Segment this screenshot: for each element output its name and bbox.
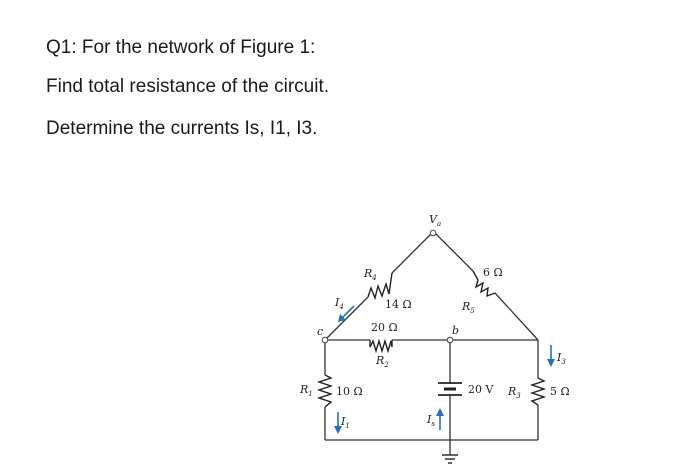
node-c <box>321 336 329 344</box>
label-r4-name: R4 <box>363 267 377 282</box>
label-i1: I1 <box>340 415 350 430</box>
node-a <box>429 229 437 237</box>
wire-r4-to-a <box>391 232 433 274</box>
label-node-a: Va <box>429 215 441 228</box>
voltage-source <box>438 382 462 396</box>
label-r3-value: 5 Ω <box>550 385 570 398</box>
label-r3-name: R3 <box>507 385 521 400</box>
current-arrow-i4 <box>338 305 355 322</box>
label-r2-value: 20 Ω <box>371 321 398 334</box>
label-i4: I4 <box>334 296 344 311</box>
current-arrow-i1 <box>334 412 342 434</box>
resistor-r1 <box>316 374 334 408</box>
label-r5-value: 6 Ω <box>483 266 503 279</box>
resistor-r4 <box>367 272 393 301</box>
resistor-r3 <box>529 377 547 406</box>
circuit-figure: Va b c R4 14 Ω 6 Ω R5 20 Ω R2 R1 10 Ω R3… <box>280 215 580 470</box>
node-b <box>446 336 454 344</box>
question-title: Q1: For the network of Figure 1: <box>46 37 316 58</box>
label-node-c: c <box>317 325 323 338</box>
wire-r5-to-right <box>494 292 539 341</box>
label-source-value: 20 V <box>468 383 494 396</box>
label-node-b: b <box>452 324 459 337</box>
wire-a-to-r5 <box>434 232 474 272</box>
resistor-r2 <box>369 338 393 354</box>
ground-icon <box>442 454 458 464</box>
wire-c-to-r4 <box>324 296 369 341</box>
circuit-diagram: Va b c R4 14 Ω 6 Ω R5 20 Ω R2 R1 10 Ω R3… <box>299 215 570 464</box>
current-arrow-is <box>436 408 444 430</box>
resistor-r5 <box>472 270 496 298</box>
label-r1-name: R1 <box>299 383 313 398</box>
label-r2-name: R2 <box>375 354 389 369</box>
label-i3: I3 <box>556 351 566 366</box>
label-r5-name: R5 <box>461 300 475 315</box>
question-line-currents: Determine the currents Is, I1, I3. <box>46 118 318 139</box>
label-r4-value: 14 Ω <box>385 298 412 311</box>
label-r1-value: 10 Ω <box>336 385 363 398</box>
question-line-total-resistance: Find total resistance of the circuit. <box>46 76 330 97</box>
label-is: Is <box>426 413 435 428</box>
circuit-wires <box>324 232 539 455</box>
current-arrow-i3 <box>547 345 555 367</box>
